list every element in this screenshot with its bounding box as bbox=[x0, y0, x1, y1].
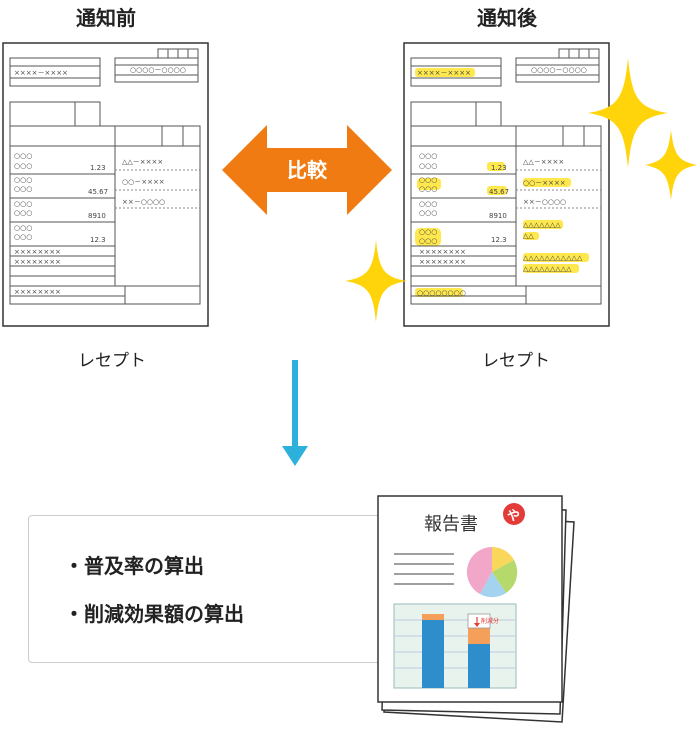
outcome-item-penetration: ・普及率の算出 bbox=[64, 554, 204, 578]
svg-text:○○○: ○○○ bbox=[419, 176, 437, 184]
sparkle-icon-large bbox=[588, 58, 668, 168]
xrow-2: ×××××××× bbox=[14, 258, 61, 266]
svg-text:○○○: ○○○ bbox=[419, 200, 437, 208]
svg-text:45.67: 45.67 bbox=[489, 188, 509, 196]
svg-text:○○○: ○○○ bbox=[14, 233, 32, 241]
compare-label: 比較 bbox=[287, 158, 327, 182]
svg-text:××××××××: ×××××××× bbox=[419, 248, 466, 256]
right-row-3: ××－○○○○ bbox=[122, 198, 165, 206]
svg-text:△△△△△△△: △△△△△△△ bbox=[523, 221, 561, 229]
svg-text:○○○: ○○○ bbox=[14, 209, 32, 217]
report-bar-before bbox=[422, 618, 444, 688]
header-code: ××××－×××× bbox=[14, 69, 68, 77]
svg-text:○○○: ○○○ bbox=[14, 185, 32, 193]
footer-x: ×××××××× bbox=[14, 288, 61, 296]
circles-4a: ○○○ bbox=[14, 224, 32, 232]
svg-text:○○○: ○○○ bbox=[419, 162, 437, 170]
value-4: 12.3 bbox=[90, 236, 106, 244]
svg-text:○○○○－○○○○: ○○○○－○○○○ bbox=[531, 66, 587, 74]
value-2: 45.67 bbox=[88, 188, 108, 196]
svg-text:××××××××: ×××××××× bbox=[419, 258, 466, 266]
header-box: ○○○○－○○○○ bbox=[130, 66, 186, 74]
outcome-item-savings: ・削減効果額の算出 bbox=[64, 602, 244, 626]
report-document: 報告書 や 削減分 bbox=[377, 495, 575, 723]
svg-text:12.3: 12.3 bbox=[491, 236, 507, 244]
compare-double-arrow bbox=[222, 125, 392, 215]
receipt-after: ××××－×××× ○○○○－○○○○ ○○○○○○ ○○○○○○ ○○○○○○… bbox=[403, 42, 610, 327]
svg-text:○○○: ○○○ bbox=[419, 152, 437, 160]
value-3: 8910 bbox=[88, 212, 106, 220]
svg-text:○○○: ○○○ bbox=[14, 162, 32, 170]
report-bar-after bbox=[468, 644, 490, 688]
report-title: 報告書 bbox=[424, 514, 478, 535]
svg-text:○○○: ○○○ bbox=[419, 237, 437, 245]
svg-text:8910: 8910 bbox=[489, 212, 507, 220]
circles-3a: ○○○ bbox=[14, 200, 32, 208]
svg-text:○○○: ○○○ bbox=[419, 228, 437, 236]
svg-text:○○○: ○○○ bbox=[419, 185, 437, 193]
sparkle-icon-left bbox=[345, 240, 407, 322]
value-1: 1.23 bbox=[90, 164, 106, 172]
pie-chart bbox=[466, 546, 518, 598]
after-title: 通知後 bbox=[477, 6, 537, 30]
outcome-list: ・普及率の算出 ・削減効果額の算出 bbox=[64, 542, 244, 638]
svg-text:××－○○○○: ××－○○○○ bbox=[523, 198, 566, 206]
outcome-box bbox=[28, 515, 390, 663]
circles-1a: ○○○ bbox=[14, 152, 32, 160]
circles-2a: ○○○ bbox=[14, 176, 32, 184]
svg-text:○○○: ○○○ bbox=[419, 209, 437, 217]
svg-text:△△－××××: △△－×××× bbox=[523, 158, 564, 166]
receipt-before: ××××－×××× ○○○○－○○○○ ○○○○○○ ○○○○○○ ○○○○○○… bbox=[2, 42, 209, 327]
before-receipt-label: レセプト bbox=[78, 351, 146, 371]
down-arrow-icon bbox=[282, 360, 308, 466]
svg-text:や: や bbox=[507, 509, 520, 524]
svg-text:○○○○○○○○: ○○○○○○○○ bbox=[417, 289, 466, 297]
before-title: 通知前 bbox=[76, 6, 136, 30]
svg-text:○○－××××: ○○－×××× bbox=[523, 179, 566, 187]
svg-text:△△△△△△△△△△△: △△△△△△△△△△△ bbox=[523, 254, 583, 262]
svg-text:△△△△△△△△△: △△△△△△△△△ bbox=[523, 265, 572, 273]
svg-text:1.23: 1.23 bbox=[491, 164, 507, 172]
svg-text:△△: △△ bbox=[523, 232, 534, 240]
sparkle-icon-small bbox=[645, 130, 697, 200]
xrow-1: ×××××××× bbox=[14, 248, 61, 256]
report-annotation: 削減分 bbox=[481, 617, 499, 625]
svg-text:××××－××××: ××××－×××× bbox=[417, 69, 471, 77]
after-receipt-label: レセプト bbox=[482, 351, 550, 371]
right-row-1: △△－×××× bbox=[122, 158, 163, 166]
right-row-2: ○○－×××× bbox=[122, 178, 165, 186]
report-logo-icon bbox=[503, 503, 525, 525]
